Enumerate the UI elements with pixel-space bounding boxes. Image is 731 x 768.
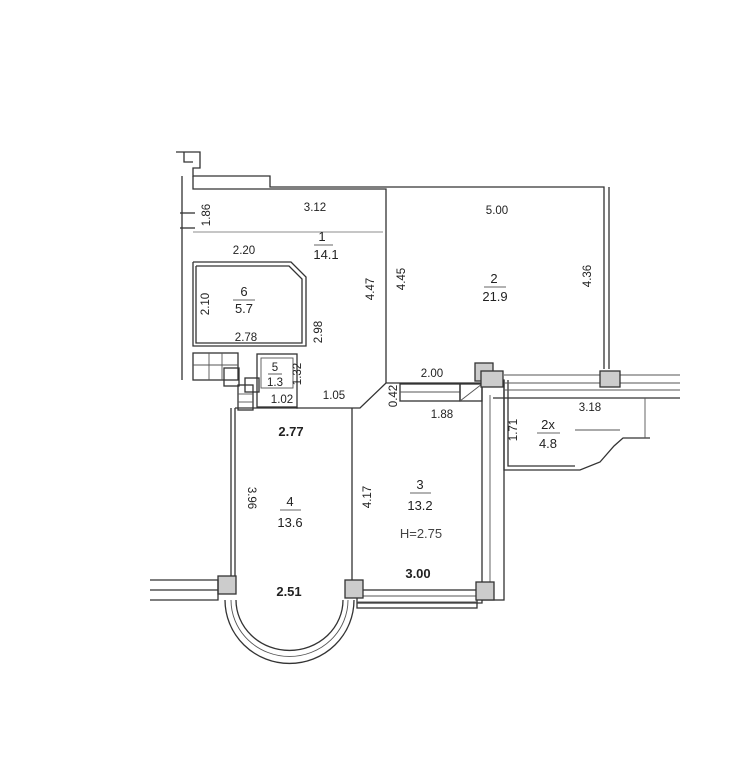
dim-4-17: 4.17	[362, 486, 374, 508]
dim-2-00: 2.00	[421, 368, 443, 380]
dim-3-00: 3.00	[405, 566, 430, 581]
dim-5-00: 5.00	[486, 205, 508, 217]
dim-2-51: 2.51	[276, 584, 301, 599]
room-3-area: 13.2	[407, 498, 432, 513]
ceiling-height: H=2.75	[400, 526, 442, 541]
dim-1-71: 1.71	[508, 419, 520, 441]
dim-4-36: 4.36	[582, 265, 594, 287]
balcony-number: 2х	[541, 417, 555, 432]
dim-4-45: 4.45	[396, 268, 408, 290]
dim-3-96: 3.96	[245, 487, 257, 509]
dim-0-42: 0.42	[388, 385, 400, 407]
room-labels: 1 14.1 2 21.9 3 13.2 4 13.6 5 1.3 6 5.7 …	[233, 229, 560, 530]
room-2-number: 2	[490, 271, 497, 286]
dim-2-10: 2.10	[200, 293, 212, 315]
dim-3-12: 3.12	[304, 202, 326, 214]
dim-1-86: 1.86	[201, 204, 213, 226]
room-5-area: 1.3	[267, 377, 283, 389]
room-1-number: 1	[318, 229, 325, 244]
room-1-area: 14.1	[313, 247, 338, 262]
room-5-number: 5	[272, 362, 278, 374]
dim-1-88: 1.88	[431, 409, 453, 421]
room-6-number: 6	[240, 284, 247, 299]
room-4-number: 4	[286, 494, 293, 509]
balcony-area: 4.8	[539, 436, 557, 451]
dim-2-78: 2.78	[235, 332, 257, 344]
dim-2-98: 2.98	[313, 321, 325, 343]
room-2-area: 21.9	[482, 289, 507, 304]
room-3-number: 3	[416, 477, 423, 492]
room-4-area: 13.6	[277, 515, 302, 530]
dimension-labels: 1.86 3.12 5.00 2.20 4.47 4.45 4.36 2.10 …	[200, 202, 601, 599]
dim-1-32: 1.32	[292, 363, 304, 385]
dim-3-18: 3.18	[579, 402, 601, 414]
walls	[150, 151, 680, 665]
room-6-area: 5.7	[235, 301, 253, 316]
dim-2-20: 2.20	[233, 245, 255, 257]
dim-1-05: 1.05	[323, 390, 345, 402]
dim-2-77: 2.77	[278, 424, 303, 439]
dim-1-02: 1.02	[271, 394, 293, 406]
dim-4-47: 4.47	[365, 278, 377, 300]
